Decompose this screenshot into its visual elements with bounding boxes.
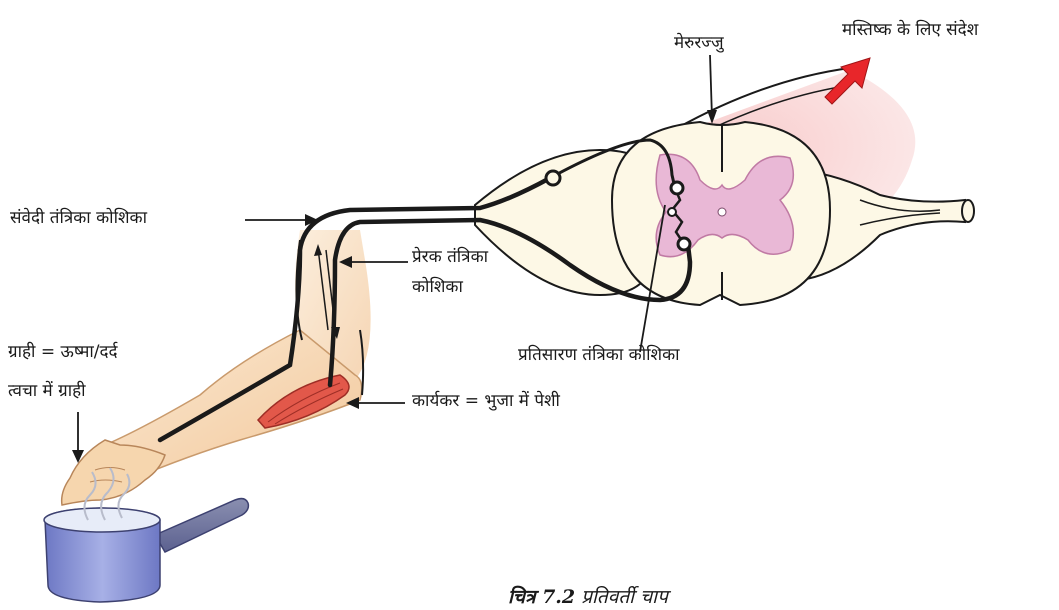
- brain-message-label: मस्तिष्क के लिए संदेश: [842, 20, 978, 40]
- figure-caption: चित्र 7.2 प्रतिवर्ती चाप: [508, 583, 668, 609]
- arm: [62, 230, 371, 505]
- effector-label: कार्यकर = भुजा में पेशी: [412, 391, 560, 411]
- receptor-label-line2: त्वचा में ग्राही: [8, 381, 86, 401]
- motor-neuron-label-line1: प्रेरक तंत्रिका: [412, 247, 488, 267]
- motor-neuron-label-line2: कोशिका: [412, 277, 463, 297]
- sensory-neuron-label: संवेदी तंत्रिका कोशिका: [10, 208, 147, 228]
- figure-number: चित्र 7.2: [508, 586, 575, 608]
- figure-title: प्रतिवर्ती चाप: [581, 586, 668, 608]
- receptor-label-line1: ग्राही = ऊष्मा/दर्द: [8, 342, 118, 362]
- spinal-cord-label: मेरुरज्जु: [674, 33, 724, 53]
- relay-neuron-label: प्रतिसारण तंत्रिका कोशिका: [518, 345, 680, 365]
